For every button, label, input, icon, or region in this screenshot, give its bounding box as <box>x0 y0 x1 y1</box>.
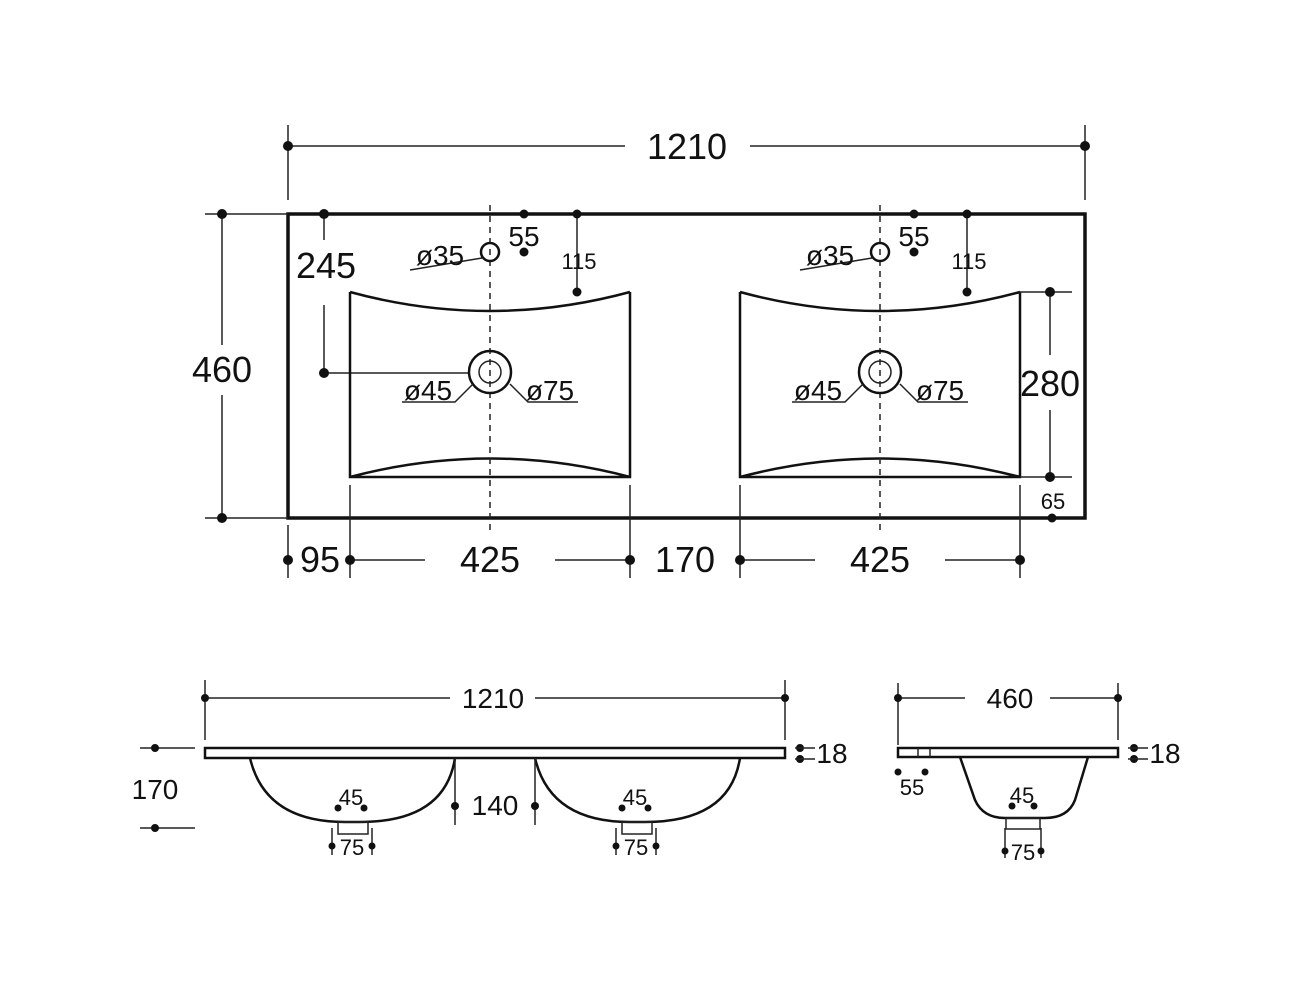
waste-hole-label: ø45 <box>404 375 452 406</box>
tap-hole-icon <box>479 241 501 263</box>
waste-outer-label: 75 <box>624 835 648 860</box>
waste-inner-label: 45 <box>623 785 647 810</box>
basin-gap-label: 170 <box>655 539 715 580</box>
waste-outer-label: 75 <box>1011 840 1035 865</box>
waste-dims-left: 45 75 <box>328 785 376 860</box>
waste-hole-label: ø45 <box>794 375 842 406</box>
side-depth-label: 460 <box>987 683 1034 714</box>
basin-width-label: 425 <box>460 539 520 580</box>
tap-hole-label: ø35 <box>416 240 464 271</box>
side-slab-label: 18 <box>1149 738 1180 769</box>
plan-width-label: 1210 <box>647 126 727 167</box>
front-margin-label: 65 <box>1041 489 1065 514</box>
tap-edge-label: 55 <box>898 221 929 252</box>
tap-offset-label: 245 <box>296 245 356 286</box>
waste-inner-label: 45 <box>339 785 363 810</box>
front-elevation: 1210 140 170 18 45 75 45 75 <box>132 680 848 860</box>
slab-thickness-label: 18 <box>816 738 847 769</box>
waste-outer-icon <box>857 349 903 395</box>
tap-hole-icon <box>869 241 891 263</box>
bowl-depth-label: 140 <box>472 790 519 821</box>
basin-left: ø35 55 115 ø45 ø75 <box>348 205 632 532</box>
waste-outer-label: ø75 <box>916 375 964 406</box>
setback-label: 115 <box>561 249 596 274</box>
slab <box>203 746 787 760</box>
tap-edge-label: 55 <box>508 221 539 252</box>
left-margin-label: 95 <box>300 539 340 580</box>
plan-view: 1210 460 245 ø35 55 115 ø45 ø75 <box>192 125 1090 580</box>
plan-depth-label: 460 <box>192 349 252 390</box>
basin-depth-label: 280 <box>1020 363 1080 404</box>
waste-outer-label: 75 <box>340 835 364 860</box>
side-tap-offset-label: 55 <box>900 775 924 800</box>
countertop-outline <box>286 212 1087 520</box>
setback-label: 115 <box>951 249 986 274</box>
front-height-label: 170 <box>132 774 179 805</box>
waste-outer-label: ø75 <box>526 375 574 406</box>
waste-inner-icon <box>478 360 502 384</box>
basin-width-label: 425 <box>850 539 910 580</box>
waste-dims-right: 45 75 <box>612 785 660 860</box>
tap-hole-label: ø35 <box>806 240 854 271</box>
side-elevation: 460 55 45 75 18 <box>894 683 1181 865</box>
slab <box>896 746 1120 759</box>
bottom-dimensions: 95 425 170 425 <box>283 485 1025 580</box>
waste-inner-label: 45 <box>1010 783 1034 808</box>
waste-outer-icon <box>467 349 513 395</box>
basin-right: ø35 55 115 ø45 ø75 <box>738 205 1022 532</box>
waste-inner-icon <box>868 360 892 384</box>
front-width-label: 1210 <box>462 683 524 714</box>
